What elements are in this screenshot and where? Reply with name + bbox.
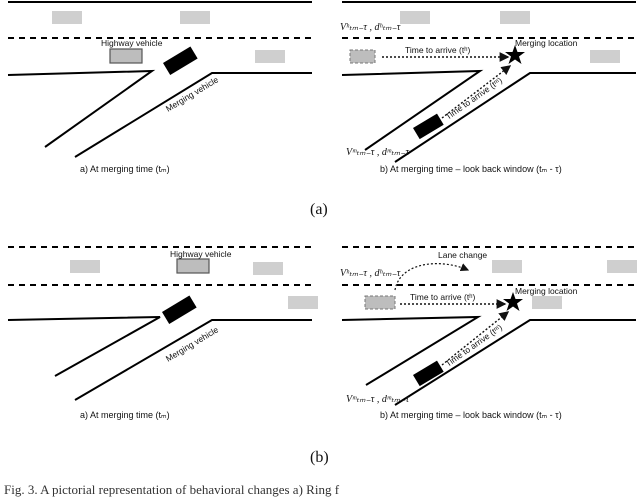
lane-car	[532, 296, 562, 309]
lane-car	[492, 260, 522, 273]
highway-vehicle-label: Highway vehicle	[170, 249, 232, 259]
left-caption: a) At merging time (tₘ)	[80, 164, 170, 174]
ramp-left-edge	[341, 69, 484, 151]
left-caption: a) At merging time (tₘ)	[80, 410, 170, 420]
panel-b-left-scene: Highway vehicle Merging vehicle a) At me…	[7, 246, 318, 420]
panel-a: Highway vehicle Merging vehicle a) At me…	[7, 1, 636, 218]
ramp-left-edge	[341, 315, 482, 386]
lane-car	[590, 50, 620, 63]
lane-car	[288, 296, 318, 309]
merging-location-star	[503, 292, 523, 311]
merging-vehicle-label: Merging vehicle	[164, 74, 220, 113]
ramp-right-edge	[74, 72, 312, 158]
merging-vehicle	[162, 295, 197, 325]
highway-vehicle-ghost	[364, 295, 396, 310]
time-to-arrive-m-label: Time to arrive (tᵐ)	[443, 322, 504, 369]
highway-vehicle	[109, 48, 143, 64]
lane-car	[70, 260, 100, 273]
highway-vehicle	[176, 258, 210, 274]
figure-caption: Fig. 3. A pictorial representation of be…	[4, 482, 340, 497]
merging-vehicle	[413, 360, 444, 387]
panel-a-left-scene: Highway vehicle Merging vehicle a) At me…	[7, 1, 312, 174]
ramp-right-edge	[74, 319, 312, 401]
lane-car	[255, 50, 285, 63]
panel-a-right-scene: Vʰₜₘ₋τ , dʰₜₘ₋τ Time to arrive (tʰ) Merg…	[340, 1, 636, 174]
ramp-left-edge	[7, 316, 161, 377]
highway-vehicle-label: Highway vehicle	[101, 38, 163, 48]
figure-label-b: (b)	[310, 449, 329, 466]
time-to-arrive-m-label: Time to arrive (tᵐ)	[443, 75, 504, 122]
time-to-arrive-h-label: Time to arrive (tʰ)	[410, 292, 475, 302]
merging-vehicle	[413, 113, 444, 140]
lane-change-label: Lane change	[438, 250, 487, 260]
ramp-right-edge	[394, 319, 636, 406]
lane-car	[253, 262, 283, 275]
right-caption: b) At merging time – look back window (t…	[380, 164, 562, 174]
symbol-highway: Vʰₜₘ₋τ , dʰₜₘ₋τ	[340, 22, 401, 33]
lane-car	[52, 11, 82, 24]
highway-vehicle-ghost	[349, 49, 376, 64]
lane-change-arrow	[394, 263, 470, 291]
merging-location-label: Merging location	[515, 38, 578, 48]
ramp-right-edge	[394, 72, 636, 163]
panel-b: Highway vehicle Merging vehicle a) At me…	[7, 246, 637, 466]
lane-car	[180, 11, 210, 24]
ramp-left-edge	[7, 69, 156, 148]
merging-location-label: Merging location	[515, 286, 578, 296]
symbol-merging: Vᵐₜₘ₋τ , dᵐₜₘ₋τ	[346, 147, 409, 158]
symbol-highway: Vʰₜₘ₋τ , dʰₜₘ₋τ	[340, 268, 401, 279]
symbol-merging: Vᵐₜₘ₋τ , dᵐₜₘ₋τ	[346, 394, 409, 405]
panel-b-right-scene: Vʰₜₘ₋τ , dʰₜₘ₋τ Lane change Time to arri…	[340, 246, 637, 420]
lane-car	[500, 11, 530, 24]
lane-car	[400, 11, 430, 24]
figure-label-a: (a)	[310, 201, 328, 218]
time-to-arrive-h-label: Time to arrive (tʰ)	[405, 45, 470, 55]
lane-car	[607, 260, 637, 273]
merging-vehicle	[163, 46, 198, 76]
right-caption: b) At merging time – look back window (t…	[380, 410, 562, 420]
merging-location-star	[505, 45, 525, 64]
